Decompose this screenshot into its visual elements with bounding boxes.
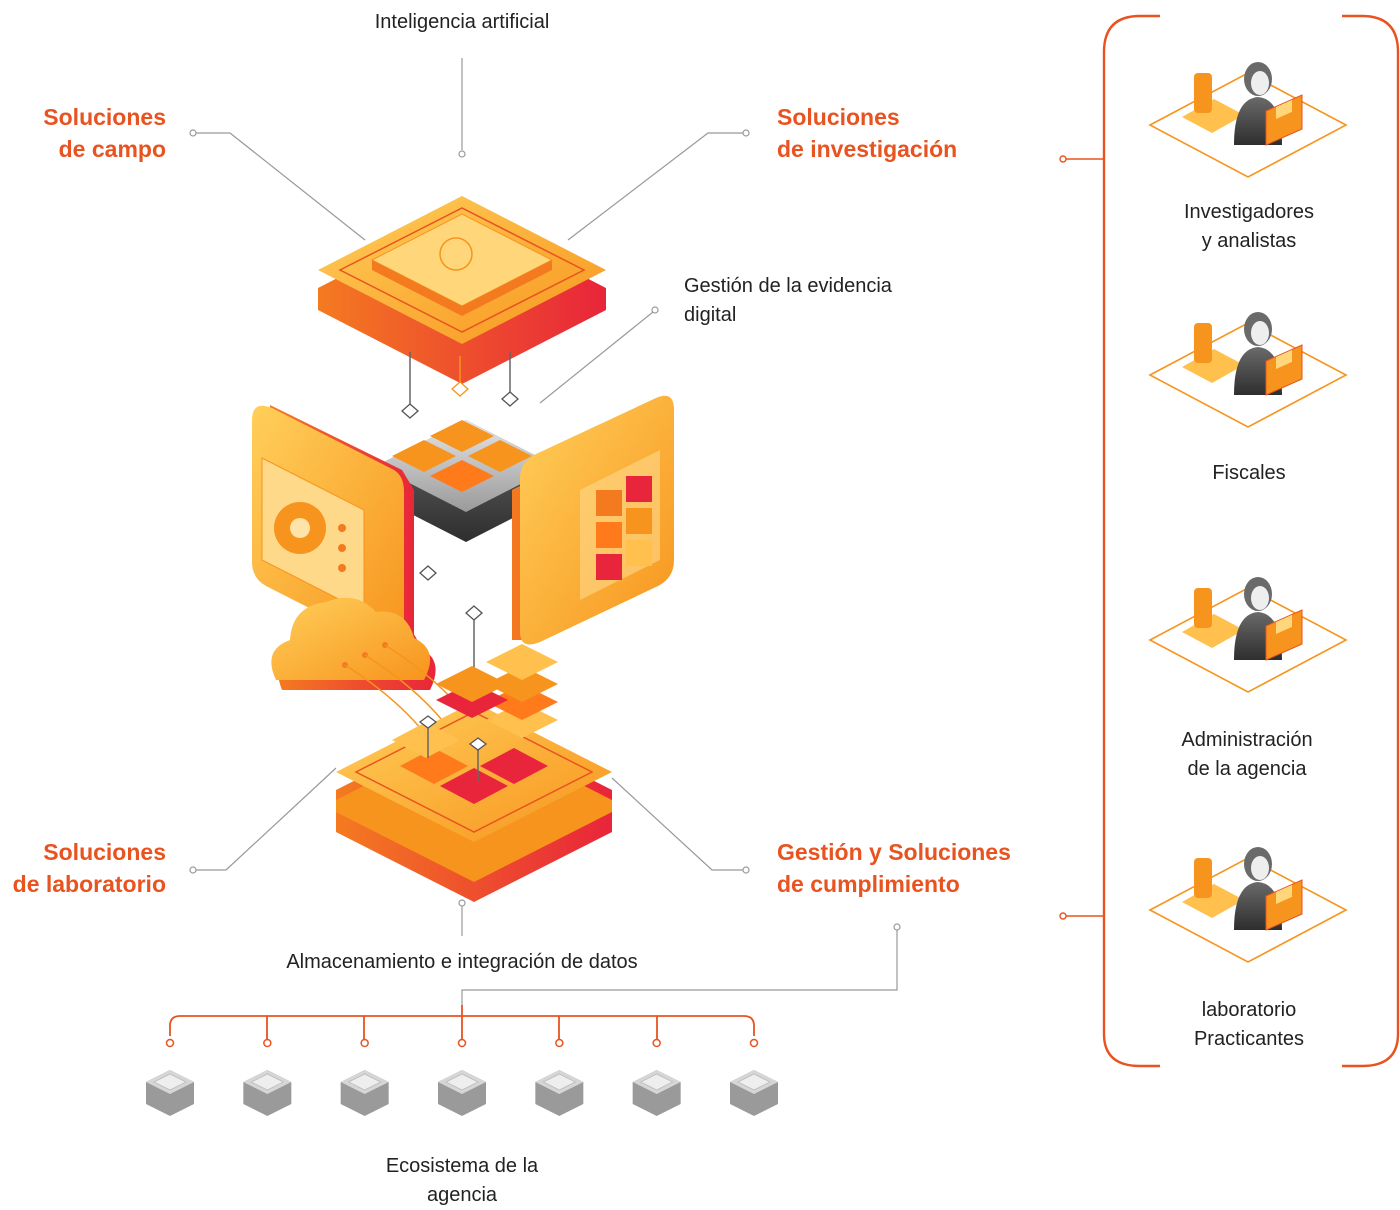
lab-solutions-line-1: Soluciones [43, 839, 166, 865]
connector-lines [189, 58, 901, 1005]
persona-investigators-label: Investigadores y analistas [1139, 198, 1359, 256]
compliance-solutions-line-1: Gestión y Soluciones [777, 839, 1011, 865]
cloud-icon [271, 597, 471, 741]
police-officer-icon [1148, 577, 1348, 693]
field-solutions-line-1: Soluciones [43, 104, 166, 130]
evidence-management-line-1: Gestión de la evidencia [684, 275, 892, 297]
ecosystem-node [146, 1038, 194, 1116]
persona-prosecutors-label: Fiscales [1139, 459, 1359, 488]
persona-lab-practitioners-line-1: laboratorio [1201, 999, 1297, 1021]
persona-icons [1148, 62, 1348, 963]
lab-solutions-line-2: de laboratorio [12, 871, 166, 897]
ecosystem-bus [169, 1005, 755, 1040]
compliance-solutions-label: Gestión y Soluciones de cumplimiento [777, 836, 1011, 900]
compliance-connector [611, 777, 743, 871]
ai-chip [318, 196, 606, 419]
persona-investigators-line-2: y analistas [1201, 230, 1297, 252]
ecosystem-line-2: agencia [426, 1184, 498, 1206]
lab-practitioner-icon [1148, 847, 1348, 963]
storage-label: Almacenamiento e integración de datos [286, 951, 638, 973]
field-solutions-label: Soluciones de campo [6, 101, 166, 165]
evidence-hub [376, 420, 556, 542]
ecosystem-node [438, 1038, 486, 1116]
ecosystem-node [632, 1038, 681, 1116]
ecosystem-node [340, 1038, 389, 1116]
investigation-connector [567, 132, 743, 241]
investigation-solutions-line-1: Soluciones [777, 104, 900, 130]
prosecutor-icon [1148, 312, 1348, 428]
lab-solutions-label: Soluciones de laboratorio [0, 836, 166, 900]
ecosystem-label: Ecosistema de la agencia [352, 1152, 572, 1210]
ecosystem-nodes [146, 1038, 778, 1116]
evidence-connector [539, 311, 654, 404]
persona-agency-admin-line-1: Administración [1181, 729, 1313, 751]
persona-lab-practitioners-label: laboratorio Practicantes [1139, 996, 1359, 1054]
investigation-solutions-line-2: de investigación [777, 136, 958, 162]
field-device-panel [252, 405, 414, 651]
investigator-icon [1148, 62, 1348, 178]
ecosystem-line-1: Ecosistema de la [385, 1155, 539, 1177]
persona-agency-admin-line-2: de la agencia [1187, 758, 1307, 780]
brain-icon [439, 237, 473, 271]
node-marker-icon [419, 565, 437, 581]
ai-label: Inteligencia artificial [374, 11, 550, 33]
field-connector [196, 132, 366, 241]
compliance-solutions-line-2: de cumplimiento [777, 871, 960, 897]
investigation-device-panel [512, 395, 674, 645]
node-marker-icon [465, 605, 483, 621]
persona-agency-admin-label: Administración de la agencia [1137, 726, 1357, 784]
storage-base [336, 644, 612, 902]
field-solutions-line-2: de campo [58, 136, 166, 162]
investigation-solutions-label: Soluciones de investigación [777, 101, 957, 165]
persona-prosecutors-line-1: Fiscales [1212, 462, 1286, 484]
compliance-ecosystem-connector [461, 930, 898, 1005]
ecosystem-node [243, 1038, 292, 1116]
evidence-management-line-2: digital [684, 304, 737, 326]
lab-connector [196, 767, 337, 871]
persona-lab-practitioners-line-2: Practicantes [1193, 1028, 1305, 1050]
ecosystem-node [535, 1038, 584, 1116]
persona-investigators-line-1: Investigadores [1183, 201, 1315, 223]
evidence-management-label: Gestión de la evidencia digital [684, 272, 892, 330]
ecosystem-node [730, 1038, 778, 1116]
personas-bracket [1102, 14, 1400, 1068]
